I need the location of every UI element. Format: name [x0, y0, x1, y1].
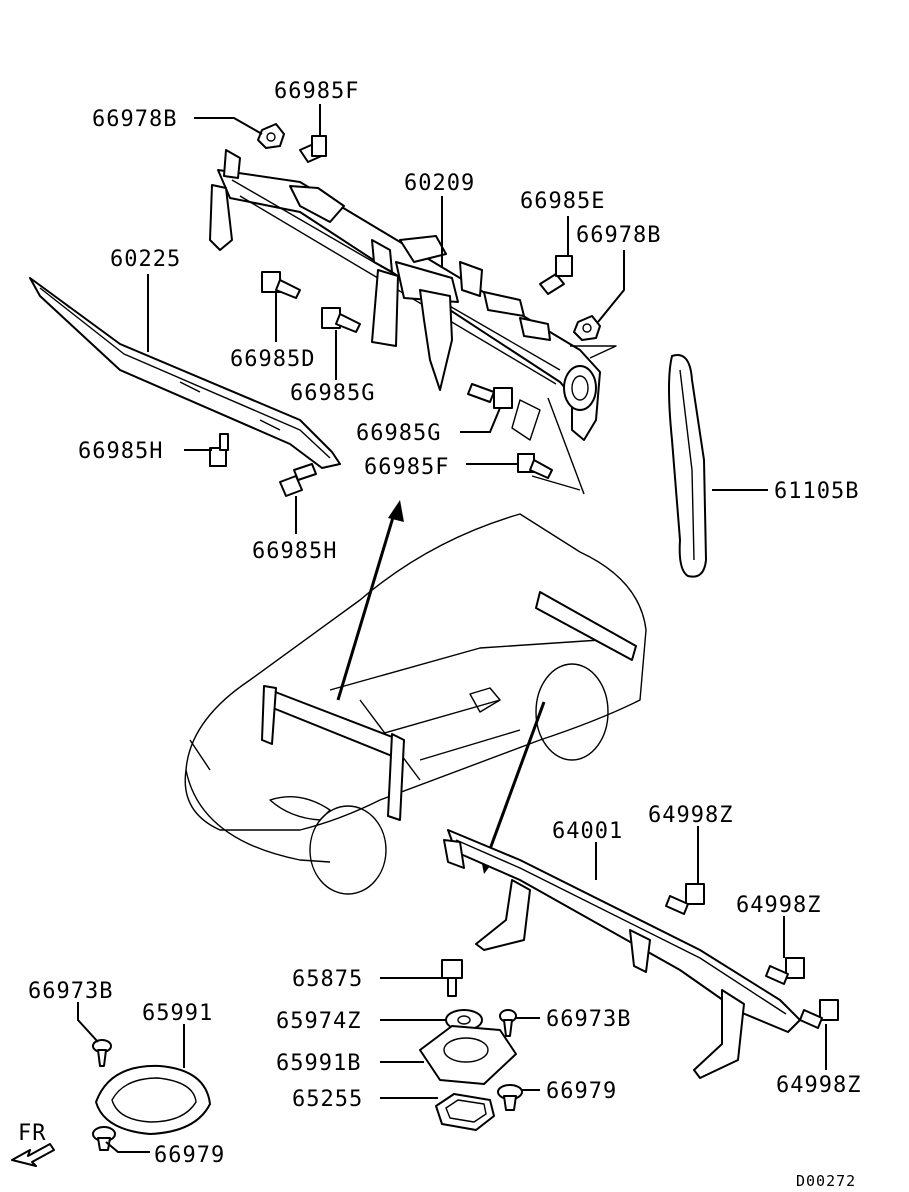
bolt-66985h-left: [209, 433, 229, 467]
nut-66978b-right: [573, 315, 601, 341]
cover-65991: [95, 1064, 211, 1135]
callout-arrows: [336, 500, 546, 874]
bolt-65875: [441, 959, 463, 997]
label-fr: FR: [18, 1121, 47, 1146]
screw-66973b-center: [499, 1009, 517, 1037]
label-66985h-left: 66985H: [78, 439, 163, 464]
label-66973b-left: 66973B: [28, 979, 113, 1004]
bolt-66985e: [539, 255, 573, 295]
label-64001: 64001: [552, 819, 623, 844]
label-60209: 60209: [404, 171, 475, 196]
vehicle-outline: [184, 513, 647, 895]
grommet-65974z: [445, 1009, 483, 1031]
label-64998z-2: 64998Z: [736, 893, 821, 918]
clip-66979-left: [92, 1126, 116, 1151]
pad-61105b: [668, 354, 707, 578]
label-66973b-center: 66973B: [546, 1007, 631, 1032]
bolt-64998z-1: [665, 883, 705, 915]
bolt-66985f-lower: [517, 453, 553, 479]
label-61105b: 61105B: [774, 479, 859, 504]
label-66985h-bottom: 66985H: [252, 539, 337, 564]
cover-65991b: [419, 1025, 517, 1085]
bolt-66985g-upper: [321, 307, 361, 333]
seal-65255: [435, 1093, 495, 1131]
bolt-66985d: [261, 271, 301, 299]
bolt-64998z-2: [765, 957, 805, 985]
label-66978b-left: 66978B: [92, 107, 177, 132]
label-65991b: 65991B: [276, 1051, 361, 1076]
label-66985f-lower: 66985F: [364, 455, 449, 480]
label-64998z-1: 64998Z: [648, 803, 733, 828]
label-66979-left: 66979: [154, 1143, 225, 1168]
label-65255: 65255: [292, 1087, 363, 1112]
label-66979-center: 66979: [546, 1079, 617, 1104]
label-66985g-lower: 66985G: [356, 421, 441, 446]
crossmember-64001: [443, 829, 801, 1079]
leader-lines-top: [147, 104, 768, 534]
label-64998z-3: 64998Z: [776, 1073, 861, 1098]
label-66985e: 66985E: [520, 189, 605, 214]
label-66978b-right: 66978B: [576, 223, 661, 248]
label-65974z: 65974Z: [276, 1009, 361, 1034]
label-60225: 60225: [110, 247, 181, 272]
bolt-66985h-bottom: [279, 463, 317, 497]
bracket-60225: [29, 277, 341, 469]
label-66985f-top: 66985F: [274, 79, 359, 104]
label-65991: 65991: [142, 1001, 213, 1026]
steering-support-member-60209: [209, 149, 601, 441]
label-66985g-upper: 66985G: [290, 381, 375, 406]
nut-66978b-left: [257, 123, 285, 149]
screw-66973b-left: [92, 1039, 112, 1067]
drawing-number: D00272: [796, 1172, 856, 1187]
label-66985d: 66985D: [230, 347, 315, 372]
front-direction-arrow: [11, 1143, 55, 1167]
bolt-66985g-lower: [467, 383, 513, 409]
label-65875: 65875: [292, 967, 363, 992]
bolt-66985f-top: [299, 135, 327, 163]
part-labels: 66985F 66978B 60209 66985E 66978B 60225 …: [18, 79, 861, 1190]
clip-66979-center: [497, 1084, 523, 1111]
bolt-64998z-3: [799, 999, 839, 1029]
leader-lines-bottom: [77, 826, 827, 1153]
